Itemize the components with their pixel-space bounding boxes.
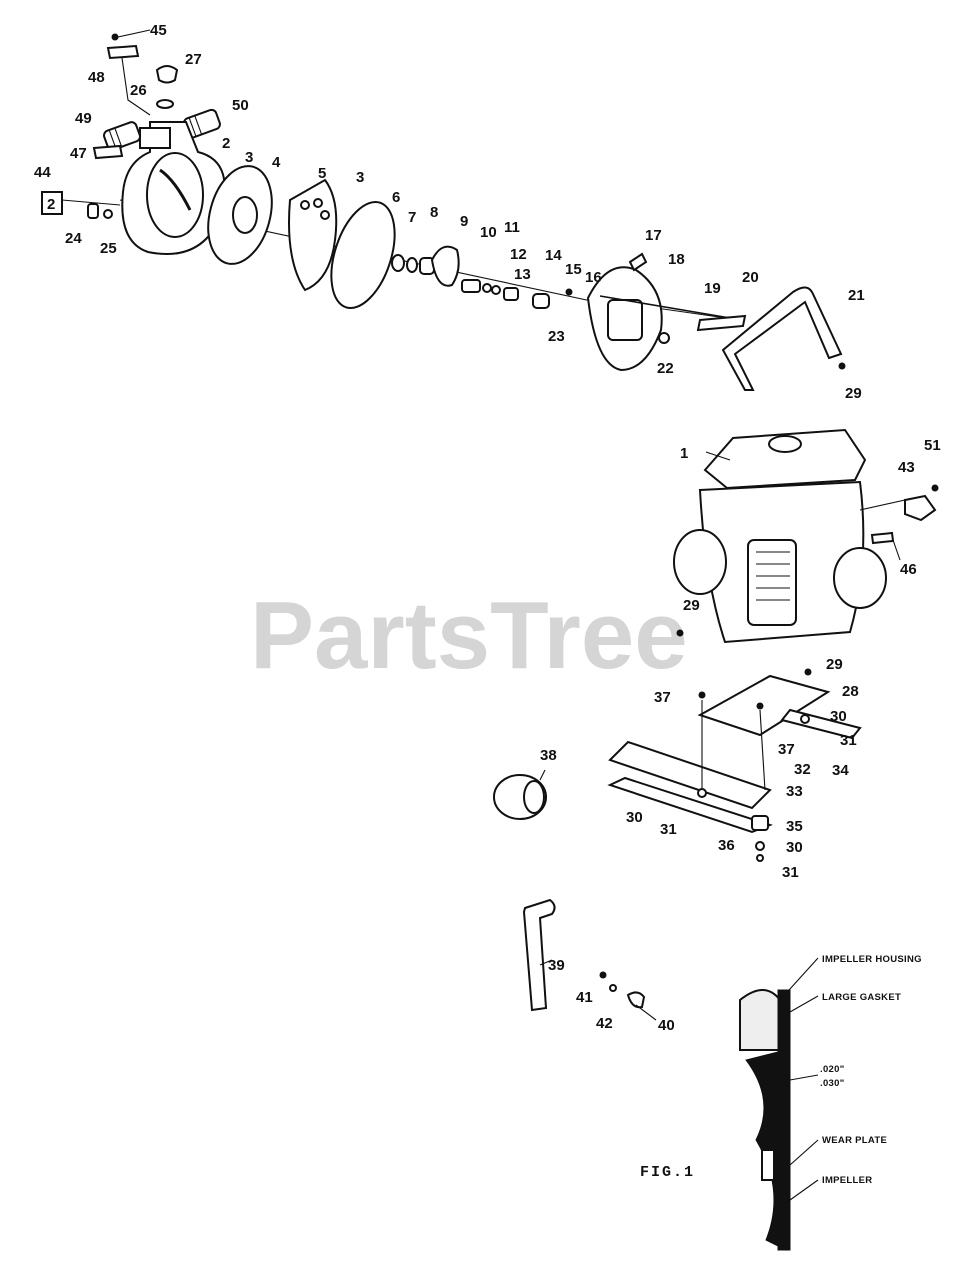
- callout-46: 46: [900, 561, 917, 578]
- callout-20: 20: [742, 269, 759, 286]
- callout-24: 24: [65, 230, 82, 247]
- callout-50: 50: [232, 97, 249, 114]
- callout-23: 23: [548, 328, 565, 345]
- callout-14: 14: [545, 247, 562, 264]
- callout-3a: 3: [245, 149, 253, 166]
- callout-18: 18: [668, 251, 685, 268]
- engine-assembly: [673, 428, 939, 676]
- callout-38: 38: [540, 747, 557, 764]
- callout-12: 12: [510, 246, 527, 263]
- callout-33: 33: [786, 783, 803, 800]
- callout-47: 47: [70, 145, 87, 162]
- callout-31c: 31: [782, 864, 799, 881]
- callout-39: 39: [548, 957, 565, 974]
- callout-34: 34: [832, 762, 849, 779]
- callout-7: 7: [408, 209, 416, 226]
- lifting-bracket: [522, 898, 646, 1012]
- callout-27: 27: [185, 51, 202, 68]
- callout-17: 17: [645, 227, 662, 244]
- callout-37b: 37: [778, 741, 795, 758]
- note-clearance-max: .030": [820, 1078, 845, 1089]
- callout-2: 2: [222, 135, 230, 152]
- callout-44: 44: [34, 164, 51, 181]
- fig1-section: IMPELLER HOUSING LARGE GASKET .020" .030…: [640, 954, 922, 1251]
- base-assembly: [493, 674, 862, 862]
- callout-45: 45: [150, 22, 167, 39]
- callout-19: 19: [704, 280, 721, 297]
- callout-41: 41: [576, 989, 593, 1006]
- figure-caption: FIG.1: [640, 1164, 695, 1181]
- callout-28: 28: [842, 683, 859, 700]
- callout-16: 16: [585, 269, 602, 286]
- callout-49: 49: [75, 110, 92, 127]
- callout-15: 15: [565, 261, 582, 278]
- callout-36: 36: [718, 837, 735, 854]
- watermark: PartsTree: [250, 582, 688, 689]
- callout-48: 48: [88, 69, 105, 86]
- callout-31b: 31: [660, 821, 677, 838]
- callout-10: 10: [480, 224, 497, 241]
- callout-9: 9: [460, 213, 468, 230]
- callout-42: 42: [596, 1015, 613, 1032]
- callout-22: 22: [657, 360, 674, 377]
- callout-30a: 30: [830, 708, 847, 725]
- callout-3b: 3: [356, 169, 364, 186]
- callout-32: 32: [794, 761, 811, 778]
- callout-4: 4: [272, 154, 281, 171]
- callout-21: 21: [848, 287, 865, 304]
- callout-11: 11: [504, 219, 520, 236]
- callout-40: 40: [658, 1017, 675, 1034]
- decal-text: 2: [47, 196, 55, 213]
- callout-1: 1: [680, 445, 688, 462]
- callout-30c: 30: [786, 839, 803, 856]
- leader-lines: [539, 451, 906, 1021]
- callout-29a: 29: [845, 385, 862, 402]
- note-impeller: IMPELLER: [822, 1175, 872, 1186]
- note-impeller-housing: IMPELLER HOUSING: [822, 954, 922, 965]
- callout-6: 6: [392, 189, 400, 206]
- pump-assembly: 2: [41, 29, 846, 391]
- callout-29b: 29: [683, 597, 700, 614]
- callout-35: 35: [786, 818, 803, 835]
- callout-29c: 29: [826, 656, 843, 673]
- callout-labels: 45 48 27 26 50 49 2 3 4 47 5 3 44 24 25 …: [34, 22, 941, 1034]
- callout-26: 26: [130, 82, 147, 99]
- note-large-gasket: LARGE GASKET: [822, 992, 901, 1003]
- callout-8: 8: [430, 204, 438, 221]
- callout-31a: 31: [840, 732, 857, 749]
- callout-37a: 37: [654, 689, 671, 706]
- callout-51: 51: [924, 437, 941, 454]
- callout-5: 5: [318, 165, 326, 182]
- callout-13: 13: [514, 266, 531, 283]
- callout-43: 43: [898, 459, 915, 476]
- callout-25: 25: [100, 240, 117, 257]
- callout-30b: 30: [626, 809, 643, 826]
- note-clearance-min: .020": [820, 1064, 845, 1075]
- note-wear-plate: WEAR PLATE: [822, 1135, 887, 1146]
